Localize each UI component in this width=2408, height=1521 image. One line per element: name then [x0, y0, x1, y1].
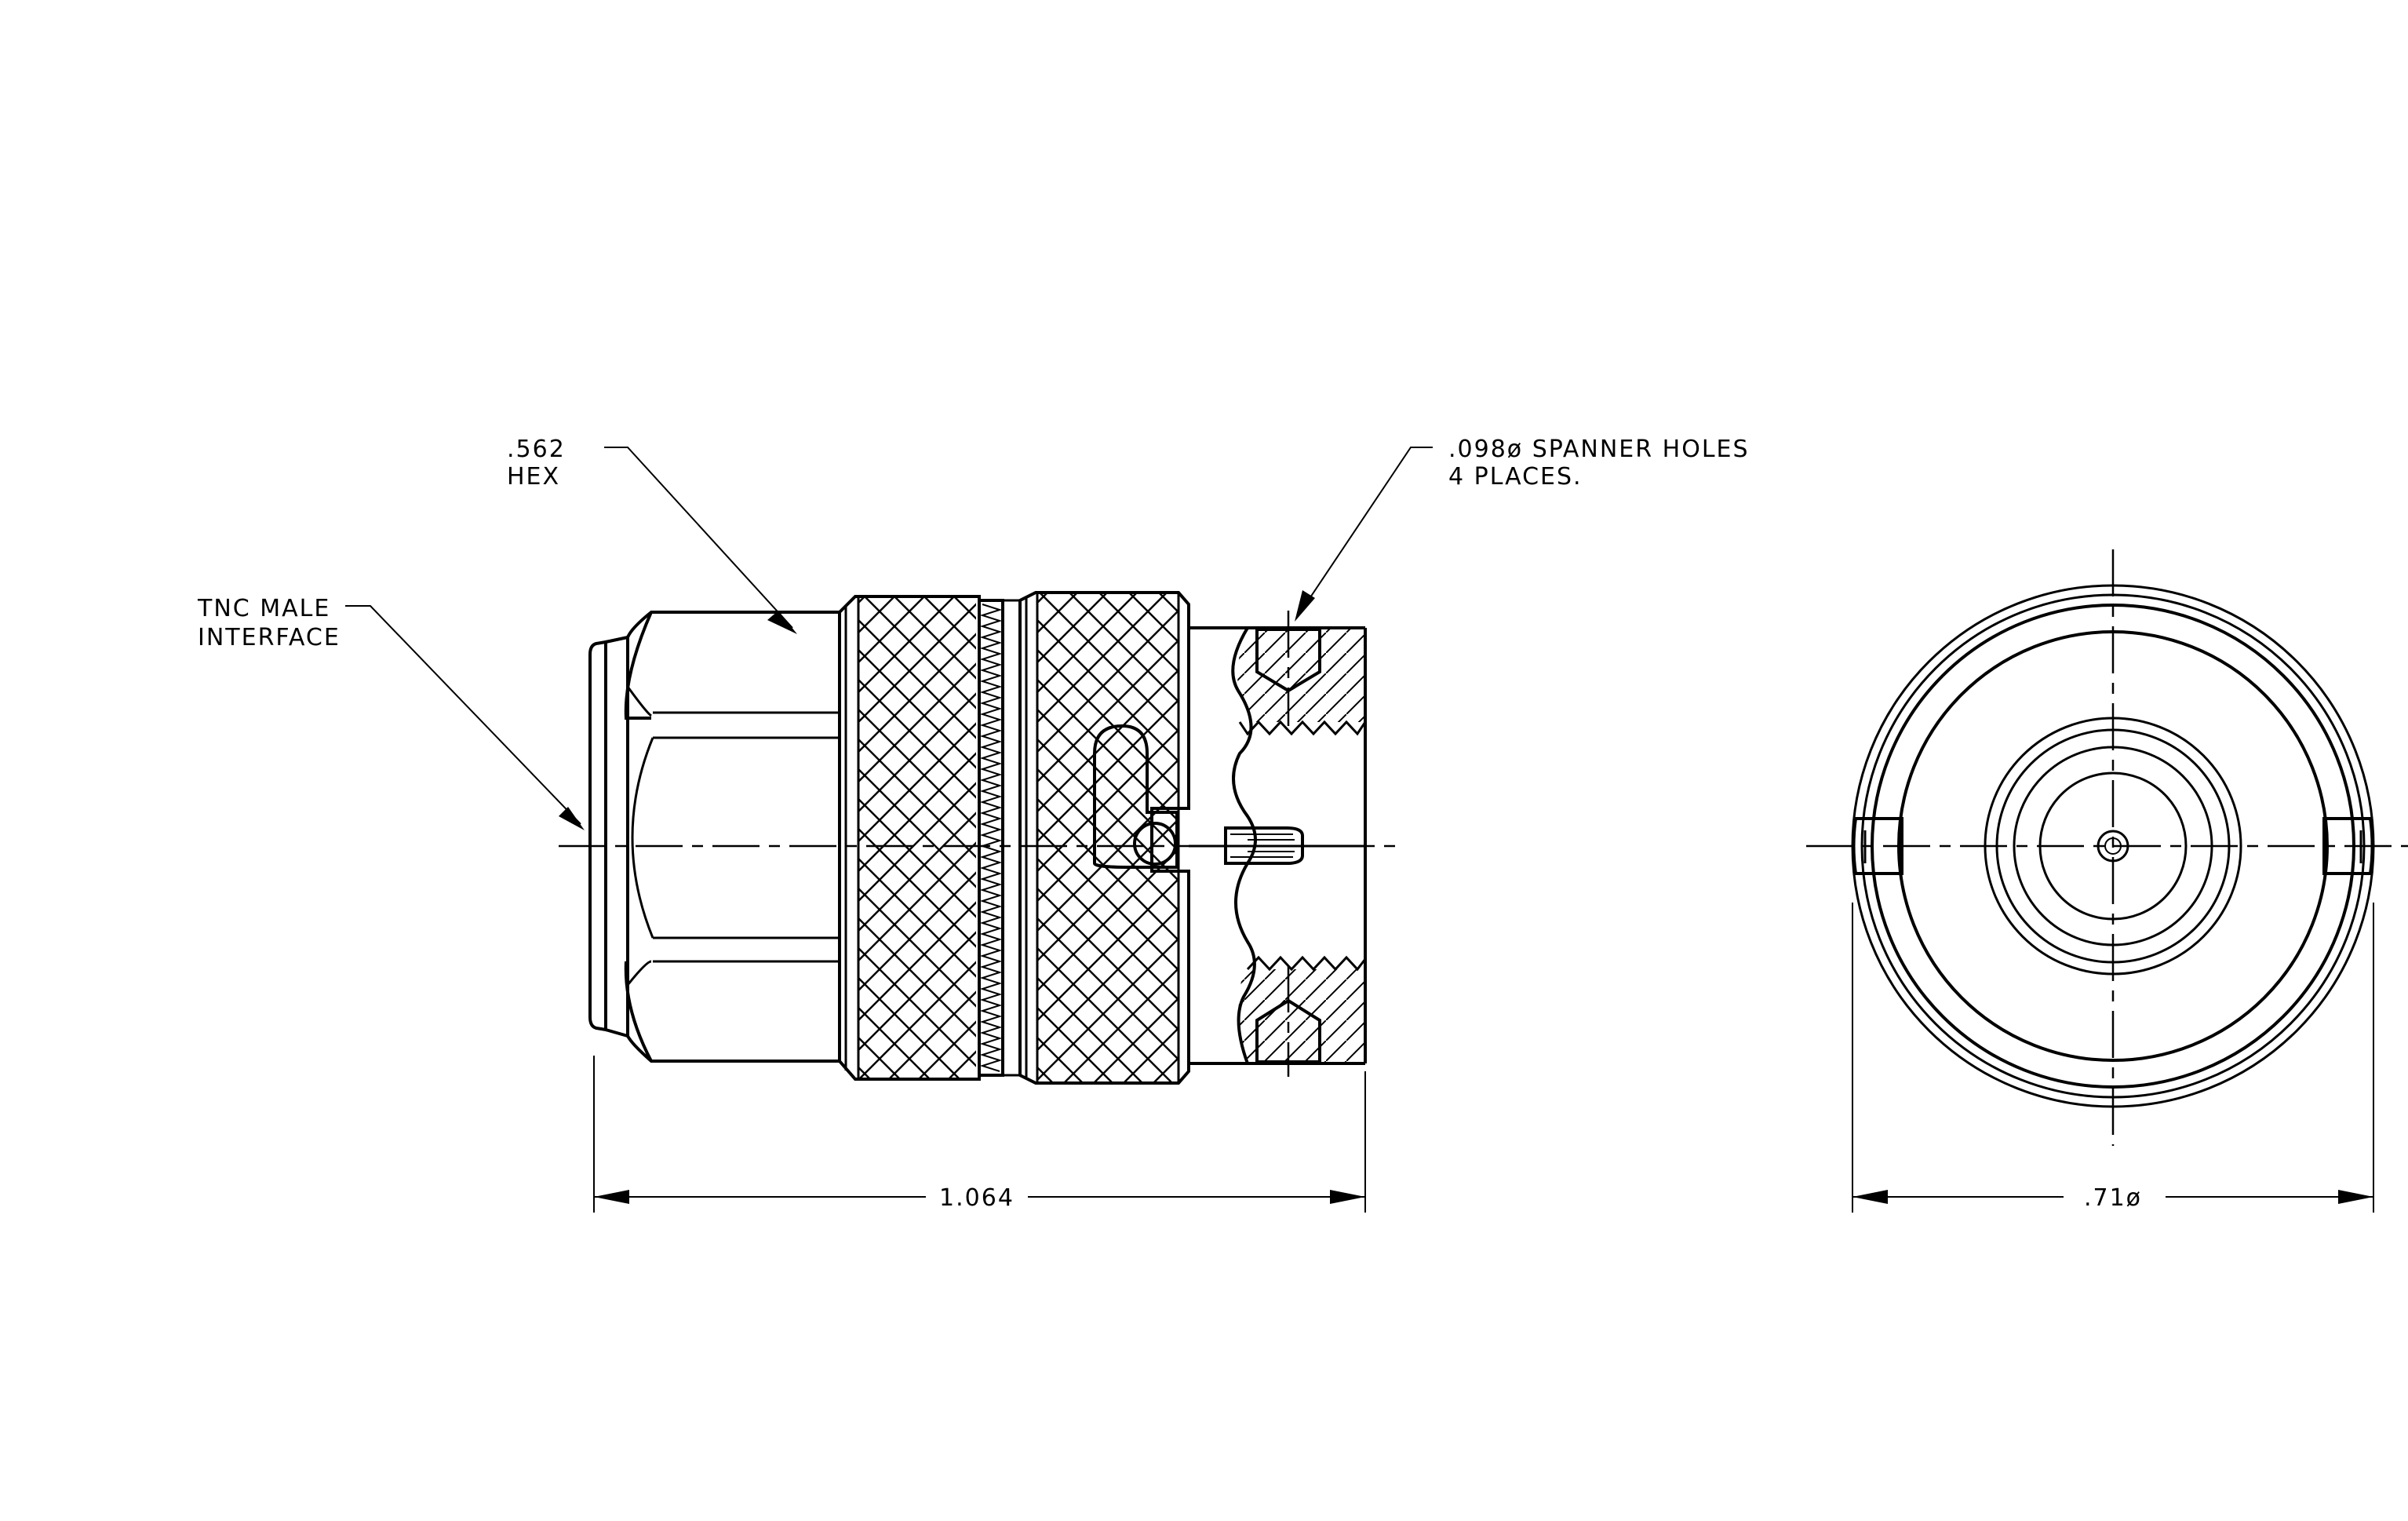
- hex-callout: .562 HEX: [507, 436, 797, 634]
- spanner-callout-line1: .098ø SPANNER HOLES: [1448, 436, 1750, 463]
- tnc-interface-callout: TNC MALE INTERFACE: [197, 595, 585, 830]
- end-view: .71ø: [1806, 549, 2408, 1213]
- length-dimension-label: 1.064: [939, 1184, 1015, 1212]
- serrated-ring: [978, 599, 1020, 1077]
- hex-callout-line2: HEX: [507, 463, 560, 491]
- tnc-interface-flange: [588, 635, 629, 1038]
- hex-callout-line1: .562: [507, 436, 566, 463]
- spanner-holes-callout: .098ø SPANNER HOLES 4 PLACES.: [1295, 436, 1750, 622]
- tnc-callout-line1: TNC MALE: [197, 595, 330, 622]
- knurled-sleeve-front: [838, 595, 981, 1081]
- bayonet-pin: [1133, 822, 1177, 866]
- spanner-callout-line2: 4 PLACES.: [1448, 463, 1583, 491]
- knurled-sleeve-rear: [1018, 591, 1190, 1085]
- bayonet-slot: [1093, 724, 1178, 869]
- diameter-dimension-label: .71ø: [2084, 1184, 2142, 1212]
- side-view: 1.064: [559, 591, 1397, 1213]
- diameter-dimension: .71ø: [1852, 903, 2374, 1213]
- tnc-callout-line2: INTERFACE: [198, 624, 341, 651]
- rear-body: [1189, 626, 1367, 1065]
- length-dimension: 1.064: [593, 1056, 1366, 1213]
- hex-nut: [624, 611, 841, 1063]
